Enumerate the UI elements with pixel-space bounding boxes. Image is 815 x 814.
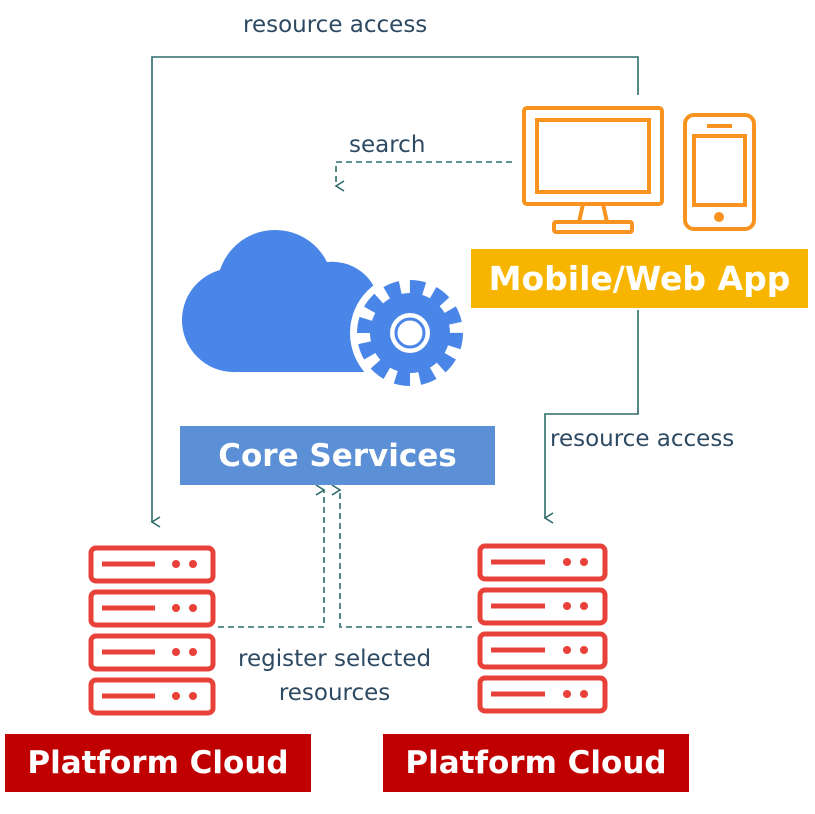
platform-cloud-left-box: Platform Cloud [5, 734, 311, 792]
connector-resource-access-right [543, 310, 639, 524]
label-resource-access-top: resource access [243, 12, 428, 38]
phone-icon [683, 113, 756, 231]
core-services-box: Core Services [180, 426, 495, 485]
connector-search [334, 161, 512, 192]
monitor-icon [522, 106, 664, 234]
label-search: search [349, 132, 426, 158]
mobile-web-app-box: Mobile/Web App [471, 249, 808, 308]
label-resource-access-right: resource access [550, 426, 735, 452]
label-register-line2: resources [278, 680, 391, 706]
server-stack-icon [477, 543, 608, 714]
connector-register-left [218, 484, 326, 628]
label-register-line1: register selected [238, 646, 432, 672]
server-stack-icon [88, 545, 216, 716]
connector-register-right [331, 484, 472, 628]
label-register-selected-resources: register selected resources [238, 642, 431, 710]
platform-cloud-right-box: Platform Cloud [383, 734, 689, 792]
connector-resource-access-top [150, 56, 639, 528]
cloud-gear-icon [181, 229, 470, 393]
